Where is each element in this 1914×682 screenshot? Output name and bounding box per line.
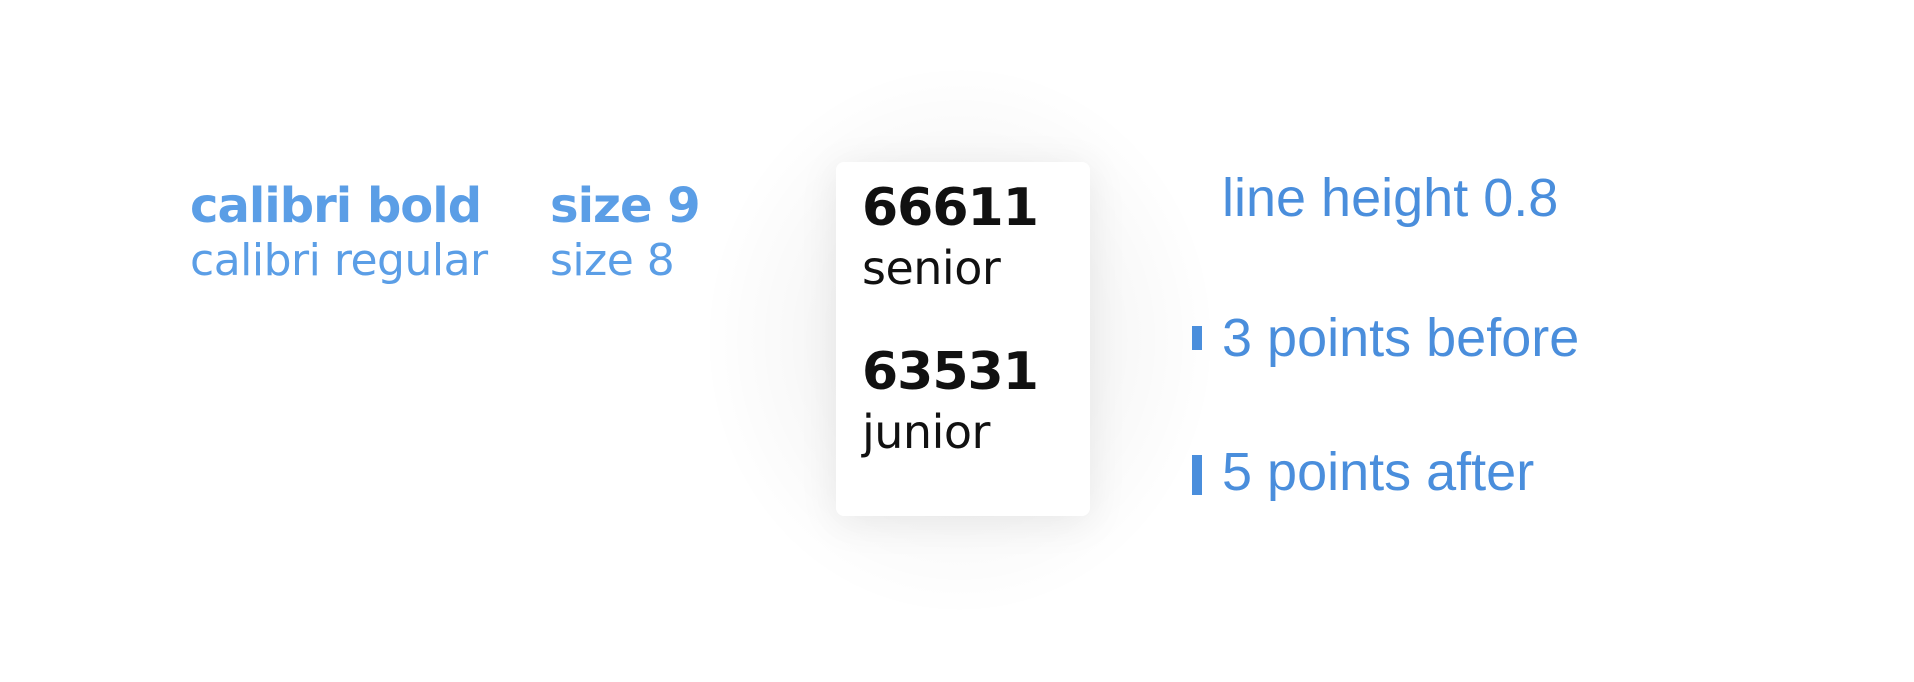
card-entry: 63531 junior <box>862 342 1039 462</box>
font-legend: calibri bold size 9 calibri regular size… <box>190 178 701 288</box>
entry-number: 66611 <box>862 178 1039 238</box>
points-after-marker <box>1192 455 1202 495</box>
bold-font-size: size 9 <box>550 178 701 234</box>
line-height-annotation: line height 0.8 <box>1222 168 1559 228</box>
sample-card: 66611 senior 63531 junior <box>836 162 1090 516</box>
regular-font-row: calibri regular size 8 <box>190 234 700 288</box>
regular-font-size: size 8 <box>550 235 675 286</box>
entry-label: junior <box>862 405 990 459</box>
points-before-annotation: 3 points before <box>1222 308 1580 368</box>
points-before-marker <box>1192 326 1202 350</box>
entry-label: senior <box>862 241 1001 295</box>
entry-number: 63531 <box>862 342 1039 402</box>
card-entry: 66611 senior <box>862 178 1039 298</box>
bold-font-name: calibri bold <box>190 178 482 234</box>
bold-font-row: calibri bold size 9 <box>190 178 701 234</box>
regular-font-name: calibri regular <box>190 235 488 286</box>
points-after-annotation: 5 points after <box>1222 442 1535 502</box>
